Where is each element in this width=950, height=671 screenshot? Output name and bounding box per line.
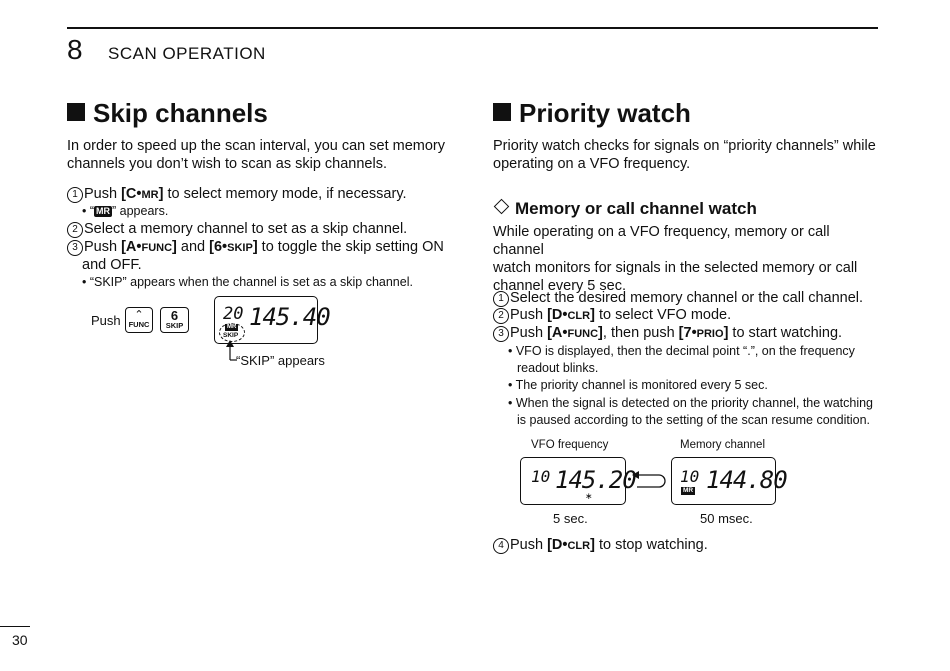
key-6-skip: [6•SKIP] [209, 239, 258, 255]
chapter-title: SCAN OPERATION [108, 44, 266, 63]
mem-lcd-channel: 10 [680, 467, 700, 486]
skip-step-3-cont: and OFF. [82, 257, 142, 273]
vfo-lcd-channel: 10 [531, 467, 551, 486]
skip-intro: In order to speed up the scan interval, … [67, 138, 446, 172]
blink-indicator-icon: ∗ [585, 491, 592, 501]
diamond-icon [493, 198, 510, 215]
memory-watch-desc: While operating on a VFO frequency, memo… [493, 224, 858, 294]
skip-note-1: • “MR” appears. [82, 204, 169, 218]
key-a-func: [A•FUNC] [547, 325, 603, 341]
key-7-prio: [7•PRIO] [678, 325, 729, 341]
cycle-arrows-icon [632, 471, 666, 488]
key-c-mr: [C•MR] [121, 186, 164, 202]
key-d-clr: [D•CLR] [547, 307, 595, 323]
func-key-icon: ⌃ FUNC [125, 307, 153, 333]
memory-interval: 50 msec. [700, 511, 753, 526]
six-skip-key-icon: 6 SKIP [160, 307, 189, 333]
skip-appears-caption: “SKIP” appears [236, 353, 325, 368]
caption-pointer-arrow-icon [226, 340, 237, 361]
mr-badge: MR [94, 206, 113, 217]
priority-bullet-3: • When the signal is detected on the pri… [508, 396, 874, 427]
square-bullet-icon [493, 103, 511, 121]
memory-call-watch-heading: Memory or call channel watch [493, 198, 757, 219]
skip-channels-heading: Skip channels [67, 98, 268, 129]
lcd-frequency: 145.40 [249, 303, 331, 331]
footer-rule [0, 626, 30, 627]
mem-lcd-frequency: 144.80 [706, 466, 788, 494]
push-label: Push [91, 313, 121, 328]
header-rule [67, 27, 878, 29]
priority-bullet-2: • The priority channel is monitored ever… [508, 378, 768, 392]
priority-watch-heading: Priority watch [493, 98, 691, 129]
key-a-func: [A•FUNC] [121, 239, 177, 255]
lcd-mr-badge: MR [225, 324, 239, 331]
priority-intro: Priority watch checks for signals on “pr… [493, 138, 876, 172]
lcd-skip-indicator: SKIP [223, 332, 239, 339]
skip-lcd-display: 20 145.40 MR SKIP [214, 296, 331, 344]
mem-lcd-mr-badge: MR [681, 487, 696, 495]
vfo-frequency-label: VFO frequency [531, 439, 609, 451]
chapter-number: 8 [67, 34, 83, 65]
vfo-lcd-frequency: 145.20 [555, 466, 637, 494]
vfo-lcd-display: 10 145.20 ∗ [520, 457, 637, 505]
memory-channel-label: Memory channel [680, 439, 766, 451]
page-number: 30 [12, 632, 28, 648]
skip-note-2: • “SKIP” appears when the channel is set… [82, 275, 413, 289]
vfo-interval: 5 sec. [553, 511, 588, 526]
square-bullet-icon [67, 103, 85, 121]
priority-bullet-1: • VFO is displayed, then the decimal poi… [508, 344, 855, 375]
lcd-channel: 20 [223, 304, 244, 324]
memory-lcd-display: 10 MR 144.80 [671, 457, 788, 505]
key-d-clr: [D•CLR] [547, 537, 595, 553]
